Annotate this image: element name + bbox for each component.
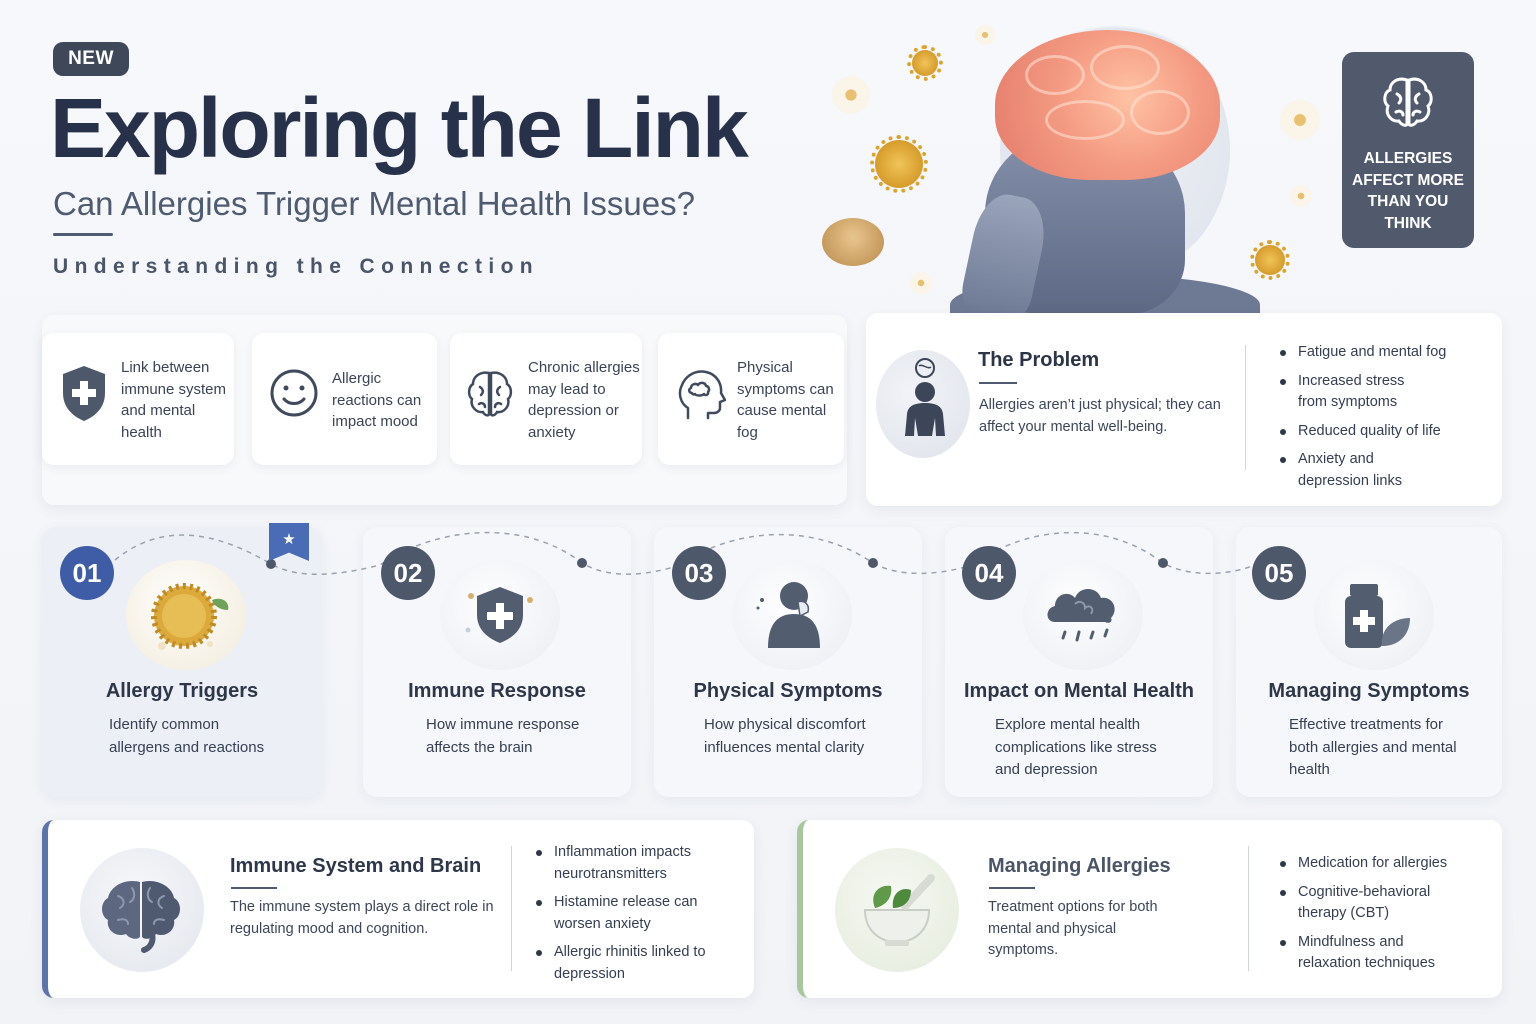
- immune-brain-underline: [231, 887, 277, 889]
- mortar-pestle-icon: [835, 848, 959, 972]
- dust-mite-icon: [822, 218, 884, 266]
- managing-allergies-underline: [989, 887, 1035, 889]
- problem-divider: [1245, 345, 1246, 470]
- new-badge: NEW: [53, 42, 129, 76]
- promo-text: ALLERGIES AFFECT MORE THAN YOU THINK: [1352, 150, 1464, 232]
- fact-text: Link between immune system and mental he…: [121, 359, 227, 441]
- list-item: Anxiety and depression links: [1278, 449, 1408, 492]
- page-subtitle: Can Allergies Trigger Mental Health Issu…: [53, 185, 695, 222]
- problem-title: The Problem: [978, 349, 1100, 371]
- hero-illustration: [800, 10, 1340, 335]
- step-description: How physical discomfort influences menta…: [704, 716, 866, 756]
- shield-icon: [440, 560, 560, 670]
- managing-allergies-description: Treatment options for both mental and ph…: [988, 899, 1158, 958]
- list-item: Fatigue and mental fog: [1278, 342, 1478, 364]
- problem-bullet-list: Fatigue and mental fog Increased stress …: [1278, 342, 1478, 499]
- flower-icon: [1280, 100, 1320, 140]
- step-description: Explore mental health complications like…: [995, 716, 1157, 778]
- smiley-icon: [270, 369, 318, 417]
- step-number: 02: [381, 546, 435, 600]
- list-item: Allergic rhinitis linked to depression: [534, 942, 724, 985]
- immune-brain-bullet-list: Inflammation impacts neurotransmitters H…: [534, 842, 724, 992]
- pollen-icon: [1250, 240, 1290, 280]
- list-item: Cognitive-behavioral therapy (CBT): [1278, 882, 1468, 925]
- list-item: Histamine release can worsen anxiety: [534, 892, 724, 935]
- step-title: Physical Symptoms: [693, 680, 883, 702]
- step-number: 03: [672, 546, 726, 600]
- fact-card: Link between immune system and mental he…: [42, 333, 234, 465]
- step-number: 04: [962, 546, 1016, 600]
- brain-icon: [1383, 77, 1433, 127]
- managing-allergies-divider: [1248, 846, 1249, 971]
- problem-avatar: [876, 350, 970, 458]
- managing-allergies-bullet-list: Medication for allergies Cognitive-behav…: [1278, 853, 1468, 982]
- fact-card: Physical symptoms can cause mental fog: [658, 333, 844, 465]
- list-item: Reduced quality of life: [1278, 421, 1478, 443]
- head-cloud-icon: [678, 370, 726, 420]
- step-number: 01: [60, 546, 114, 600]
- glowing-brain: [995, 30, 1220, 180]
- step-description: Identify common allergens and reactions: [109, 716, 265, 756]
- pollen-icon: [907, 45, 943, 81]
- immune-brain-description: The immune system plays a direct role in…: [230, 899, 494, 937]
- brain-outline-icon: [467, 371, 513, 417]
- step-number: 05: [1252, 546, 1306, 600]
- pollen-icon: [870, 135, 928, 193]
- brain-cloud-icon: [1023, 560, 1143, 670]
- promo-card: ALLERGIES AFFECT MORE THAN YOU THINK: [1342, 52, 1474, 248]
- step-description: Effective treatments for both allergies …: [1289, 716, 1457, 778]
- step-description: How immune response affects the brain: [426, 716, 580, 756]
- list-item: Increased stress from symptoms: [1278, 371, 1408, 414]
- flower-icon: [832, 76, 870, 114]
- sneezing-person-icon: [732, 560, 852, 670]
- list-item: Mindfulness and relaxation techniques: [1278, 932, 1468, 975]
- fact-text: Chronic allergies may lead to depression…: [528, 359, 640, 441]
- brain-icon: [80, 848, 204, 972]
- fact-text: Allergic reactions can impact mood: [332, 370, 422, 430]
- page-title: Exploring the Link: [50, 81, 749, 175]
- stressed-person-icon: [905, 358, 945, 436]
- step-title: Immune Response: [408, 680, 586, 702]
- list-item: Medication for allergies: [1278, 853, 1468, 875]
- managing-allergies-title: Managing Allergies: [988, 855, 1171, 877]
- flower-icon: [910, 272, 932, 294]
- problem-panel: [866, 313, 1502, 506]
- flower-icon: [1290, 185, 1312, 207]
- title-underline: [53, 233, 113, 236]
- immune-brain-divider: [511, 846, 512, 971]
- shield-plus-icon: [63, 366, 105, 421]
- step-title: Managing Symptoms: [1268, 680, 1470, 702]
- problem-description: Allergies aren’t just physical; they can…: [979, 397, 1221, 435]
- fact-card: Chronic allergies may lead to depression…: [450, 333, 642, 465]
- page-tagline: Understanding the Connection: [53, 255, 540, 278]
- immune-brain-title: Immune System and Brain: [230, 855, 482, 877]
- step-title: Impact on Mental Health: [963, 680, 1195, 702]
- pollen-icon: [126, 560, 246, 670]
- medicine-bottle-icon: [1314, 560, 1434, 670]
- flower-icon: [975, 25, 995, 45]
- fact-card: Allergic reactions can impact mood: [252, 333, 437, 465]
- list-item: Inflammation impacts neurotransmitters: [534, 842, 724, 885]
- problem-underline: [979, 382, 1017, 384]
- fact-text: Physical symptoms can cause mental fog: [737, 359, 834, 441]
- step-title: Allergy Triggers: [105, 680, 259, 702]
